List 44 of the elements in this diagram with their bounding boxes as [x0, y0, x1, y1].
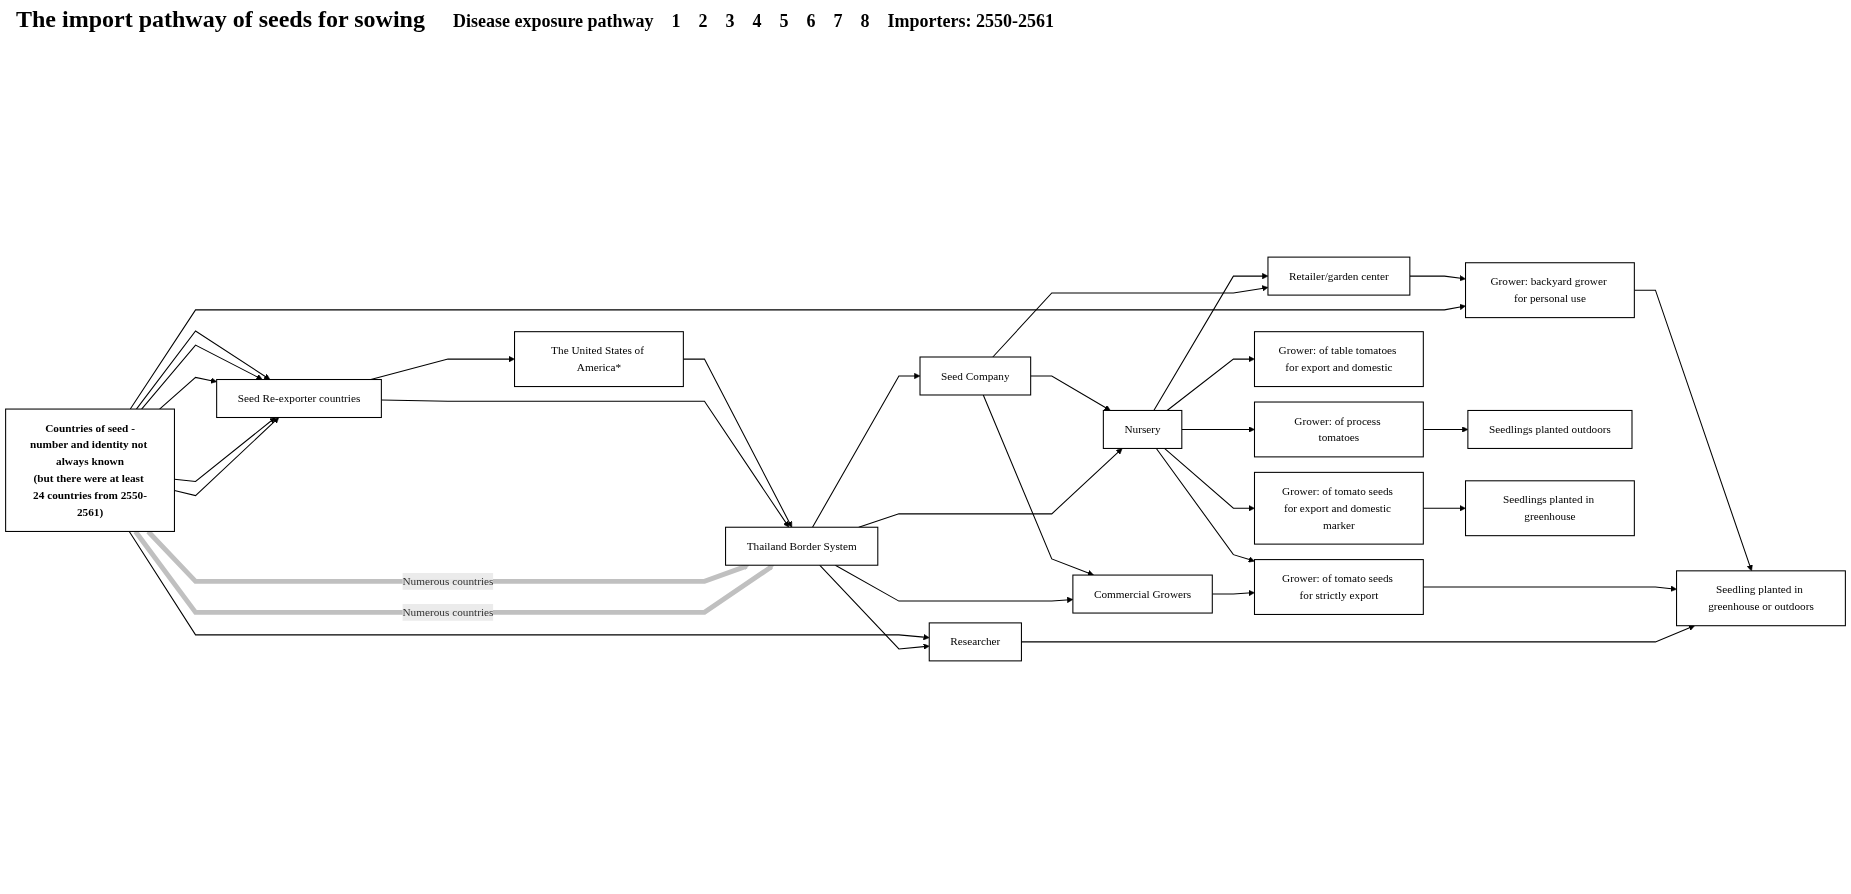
node-box: Grower: of tomato seeds for export and domestic marker: [1253, 471, 1424, 545]
note-label: 2: [698, 11, 708, 32]
node-box: Seedlings planted in greenhouse: [1465, 480, 1635, 537]
edge-label: Numerous countries: [402, 606, 494, 618]
note-label: 7: [833, 11, 843, 32]
node-box: Retailer/garden center: [1267, 256, 1411, 296]
note-label: Importers: 2550-2561: [887, 11, 1055, 32]
arrow: [819, 564, 930, 650]
edge-label: Numerous countries: [402, 575, 494, 588]
node-box: Grower: of tomato seeds for strictly export: [1253, 559, 1424, 615]
note-label: 3: [725, 11, 735, 32]
node-box: Seed Company: [919, 356, 1032, 396]
node-box: Thailand Border System: [725, 526, 879, 566]
arrow: [1155, 447, 1255, 563]
node-box: Grower: backyard grower for personal use: [1465, 262, 1635, 319]
note-label: 4: [752, 11, 762, 32]
note-label: 1: [671, 11, 681, 32]
arrow: [982, 394, 1094, 576]
node-box: Commercial Growers: [1072, 574, 1213, 614]
node-box: Seed Re-exporter countries: [216, 379, 382, 419]
note-label: 5: [779, 11, 789, 32]
node-box: Countries of seed -number and identity not always known (but there were at least 24 countries from 2550-2561): [5, 408, 175, 532]
diagram-title: The import pathway of seeds for sowing: [16, 6, 425, 33]
node-box: Seedlings planted outdoors: [1467, 409, 1633, 449]
node-box: Grower: of table tomatoes for export and domestic: [1253, 331, 1424, 388]
arrow: [1163, 447, 1255, 512]
note-label: 6: [806, 11, 816, 32]
note-label: 8: [860, 11, 870, 32]
arrow: [812, 372, 921, 528]
arrow: [1409, 275, 1466, 282]
arrow: [135, 330, 271, 410]
node-box: Grower: of process tomatoes: [1253, 401, 1424, 458]
arrow: [141, 344, 263, 410]
node-box: The United States of America*: [514, 331, 684, 388]
node-box: Seedling planted in greenhouse or outdoors: [1676, 570, 1846, 627]
arrow: [1181, 426, 1255, 433]
node-box: Nursery: [1102, 409, 1183, 449]
arrow: [129, 303, 1466, 410]
arrow: [1166, 356, 1255, 411]
arrow: [1030, 375, 1111, 411]
arrow: [159, 376, 217, 410]
node-box: Researcher: [928, 622, 1022, 662]
arrow: [858, 448, 1123, 528]
note-label: Disease exposure pathway: [452, 11, 654, 32]
